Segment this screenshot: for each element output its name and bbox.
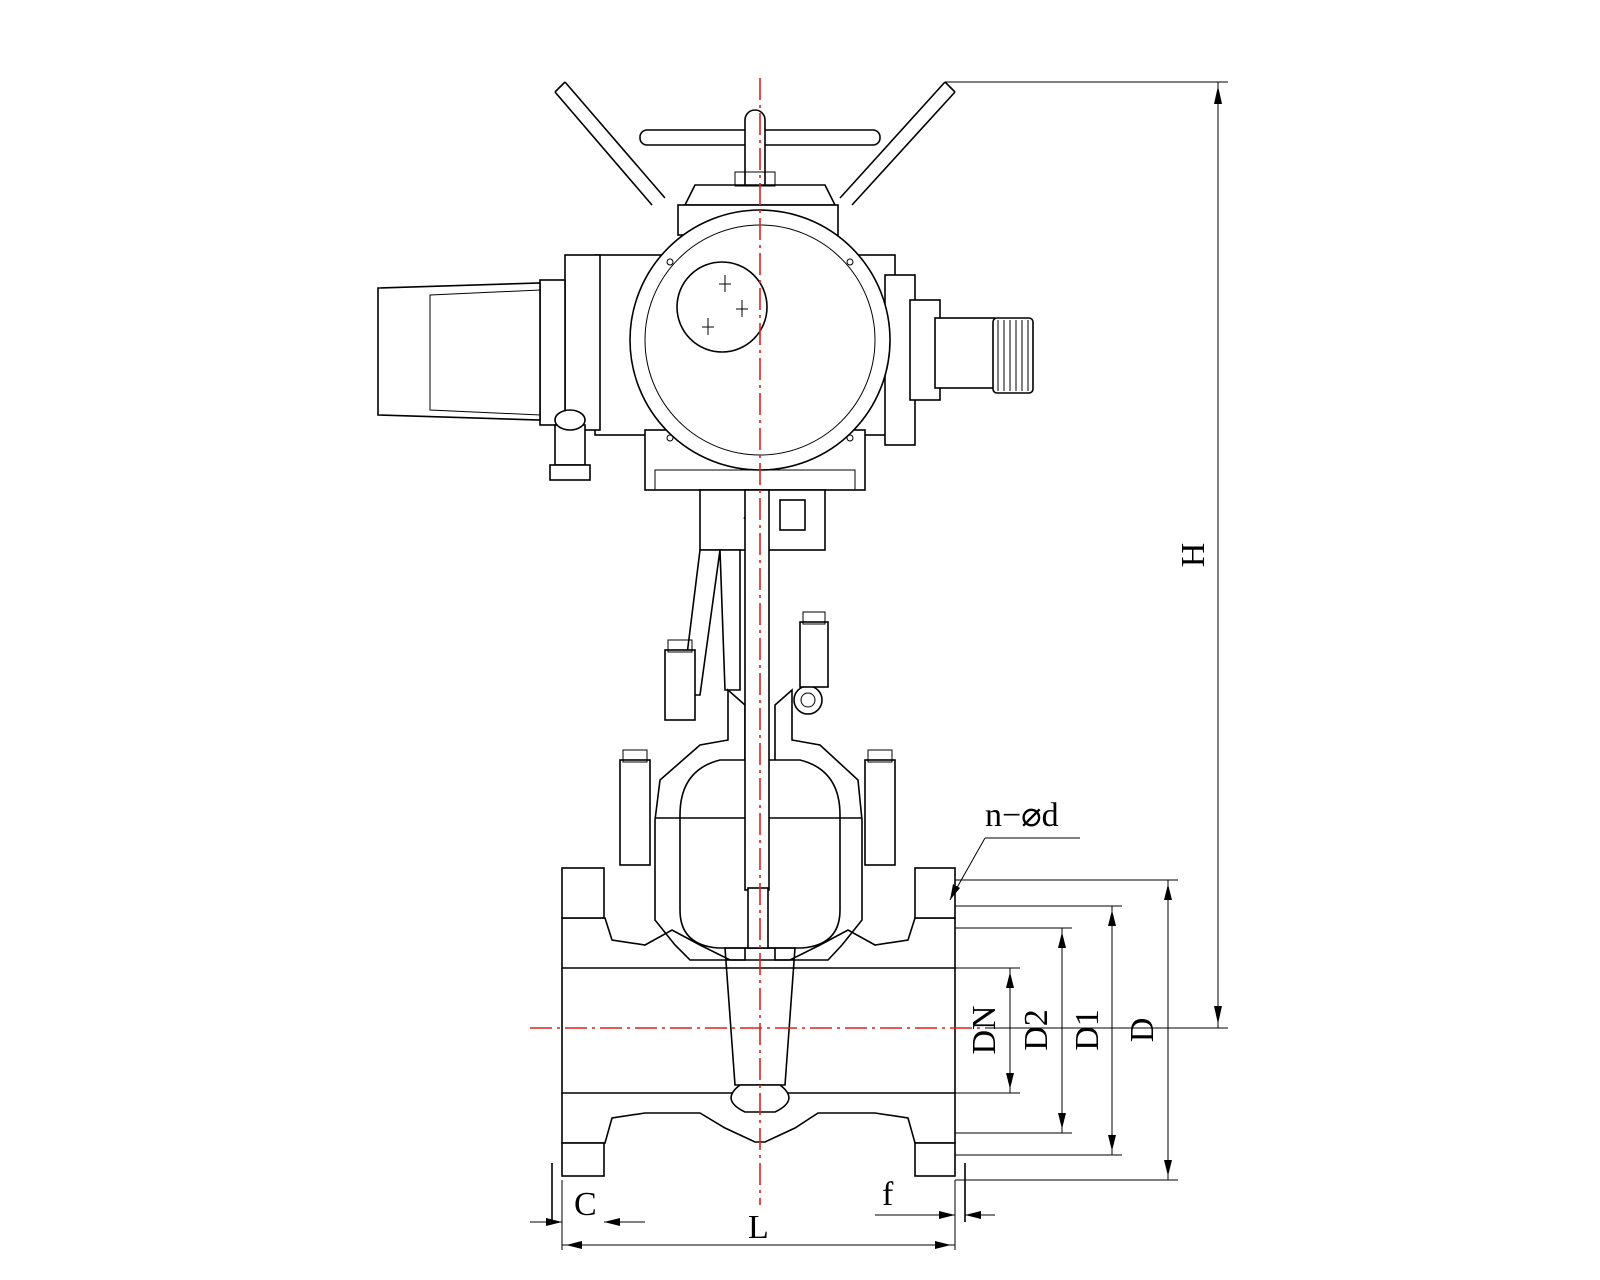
- label-d1: D1: [1069, 1009, 1106, 1051]
- label-raised-face: f: [882, 1176, 894, 1213]
- electric-actuator: [377, 171, 1034, 491]
- indicator-marks: [702, 275, 748, 335]
- valve-body: [551, 688, 966, 1222]
- label-d: D: [1124, 1018, 1161, 1043]
- label-d2: D2: [1018, 1009, 1055, 1051]
- label-length: L: [748, 1209, 769, 1246]
- dimension-labels: H DN D2 D1 D n−⌀d C f L: [574, 543, 1212, 1246]
- label-bolt-holes: n−⌀d: [985, 797, 1059, 834]
- stem: [744, 489, 770, 949]
- label-nominal-diameter: DN: [966, 1005, 1003, 1054]
- label-flange-thickness: C: [574, 1186, 597, 1223]
- label-height: H: [1175, 543, 1212, 568]
- knurl-lines: [997, 320, 1029, 391]
- centerlines: [530, 78, 985, 1205]
- dimension-lines: [530, 81, 1228, 1250]
